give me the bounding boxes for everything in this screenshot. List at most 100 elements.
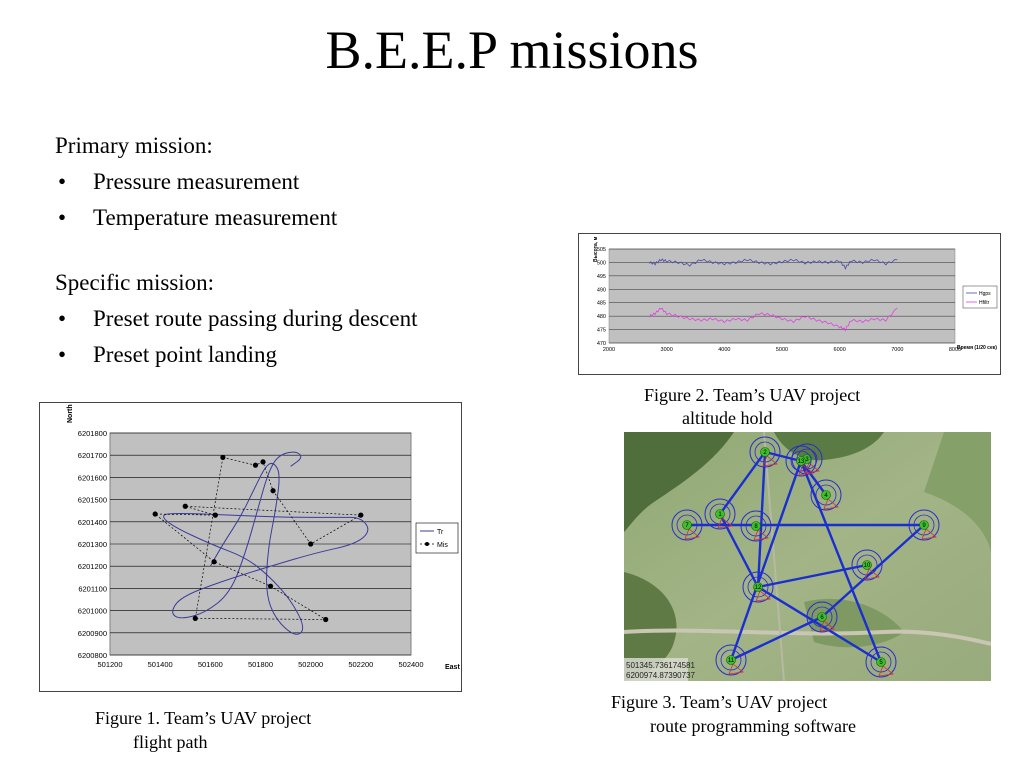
waypoint-dot [919,520,929,530]
y-tick-label: 490 [597,287,606,293]
waypoint-arrow [762,455,778,467]
waypoint-label: 8 [754,524,758,530]
bullet-text: Temperature measurement [93,205,338,230]
x-tick-label: 501200 [97,660,122,669]
mission-point [211,559,217,565]
map-forest-patch [624,432,734,532]
waypoint-dot [862,560,872,570]
x-tick-label: 6000 [834,347,846,353]
waypoint-ring [671,509,703,541]
series-line-tr [163,451,369,635]
y-tick-label: 6201100 [78,584,107,593]
waypoint-marker: 5 [865,646,897,678]
y-tick-label: 6201000 [78,607,107,616]
plot-area [608,248,956,344]
mission-point [267,583,274,589]
bullet-text: Pressure measurement [93,169,300,194]
waypoint-marker: 9 [908,509,940,541]
map-forest-patch [624,572,677,681]
bullet-item: • Preset route passing during descent [55,301,417,337]
route-segment [730,615,823,662]
waypoint-ring [749,436,781,468]
legend-marker-mis [425,542,429,546]
waypoint-ring [742,571,774,603]
bullet-text: Preset route passing during descent [93,306,418,331]
y-tick-label: 480 [597,314,606,320]
fig1-caption-line2: flight path [133,732,208,752]
coordinate-readout-line2: 6200974.87390737 [626,671,696,680]
route-segment [729,460,803,661]
specific-mission-block: Specific mission: • Preset route passing… [55,265,417,373]
waypoint-label: 1 [718,512,722,518]
waypoint-label: 7 [685,523,689,529]
y-tick-label: 485 [597,301,606,307]
bullet-item: • Temperature measurement [55,200,337,236]
waypoint-ring [806,601,838,633]
legend-box [415,522,459,554]
route-segment [799,460,883,663]
waypoint-label: 11 [728,658,735,664]
legend-label-mis: Mis [437,542,448,549]
fig3-caption-line2: route programming software [650,716,856,736]
waypoint-marker: 11 [715,644,747,676]
waypoint-ring [785,445,817,477]
waypoint-arrow [717,517,733,529]
waypoint-dot [726,655,736,665]
route-segment [821,524,925,618]
waypoint-label: 13 [798,459,805,465]
primary-mission-heading: Primary mission: [55,133,213,158]
fig1-caption-line1: Figure 1. Team’s UAV project [95,708,312,728]
series-line-hfiltr [649,307,898,332]
mission-point [182,503,188,509]
y-axis-label: Высота, м [593,236,599,262]
waypoint-arrow [823,498,839,510]
series-line-hgps [649,258,898,271]
x-tick-label: 7000 [891,347,903,353]
x-tick-label: 3000 [661,347,673,353]
flight-path-chart-svg: 6200800620090062010006201100620120062013… [67,404,460,671]
waypoint-label: 4 [824,493,828,499]
x-tick-label: 501600 [198,660,223,669]
waypoint-ring [908,509,940,541]
waypoint-arrow [798,464,814,476]
waypoint-arrow [864,568,880,580]
waypoint-arrow [755,590,771,602]
waypoint-marker: 12 [742,571,774,603]
map-field-patch [924,432,991,552]
x-tick-label: 501800 [248,660,273,669]
bullet-glyph: • [58,169,67,194]
bullet-text: Preset point landing [93,342,277,367]
legend-label-hgps: Hgps [979,291,991,297]
primary-mission-block: Primary mission: • Pressure measurement … [55,128,337,236]
x-tick-label: 502400 [398,660,423,669]
waypoint-marker: 4 [810,479,842,511]
bullet-glyph: • [58,205,67,230]
mission-point [212,512,218,518]
fig2-caption-line2: altitude hold [682,408,773,428]
y-tick-label: 505 [597,247,606,253]
legend-box [962,285,998,309]
waypoint-ring [865,646,897,678]
y-tick-label: 6201200 [78,562,107,571]
x-tick-label: 5000 [776,347,788,353]
waypoint-label: 2 [763,450,767,456]
legend-label-hfiltr: Hfiltr [979,300,990,306]
y-tick-label: 6201500 [78,496,107,505]
mission-point [270,488,276,494]
mission-point [260,459,266,465]
waypoint-marker: 6 [806,601,838,633]
coordinate-readout-line1: 501345.736174581 [626,661,696,670]
y-tick-label: 475 [597,328,606,334]
waypoint-ring [704,498,736,530]
waypoint-arrow [878,665,894,677]
specific-mission-heading: Specific mission: [55,270,215,295]
waypoint-marker: 2 [749,436,781,468]
waypoint-label: 12 [755,585,762,591]
route-segment [757,585,882,664]
route-lines [687,450,925,664]
mission-point [308,541,314,547]
